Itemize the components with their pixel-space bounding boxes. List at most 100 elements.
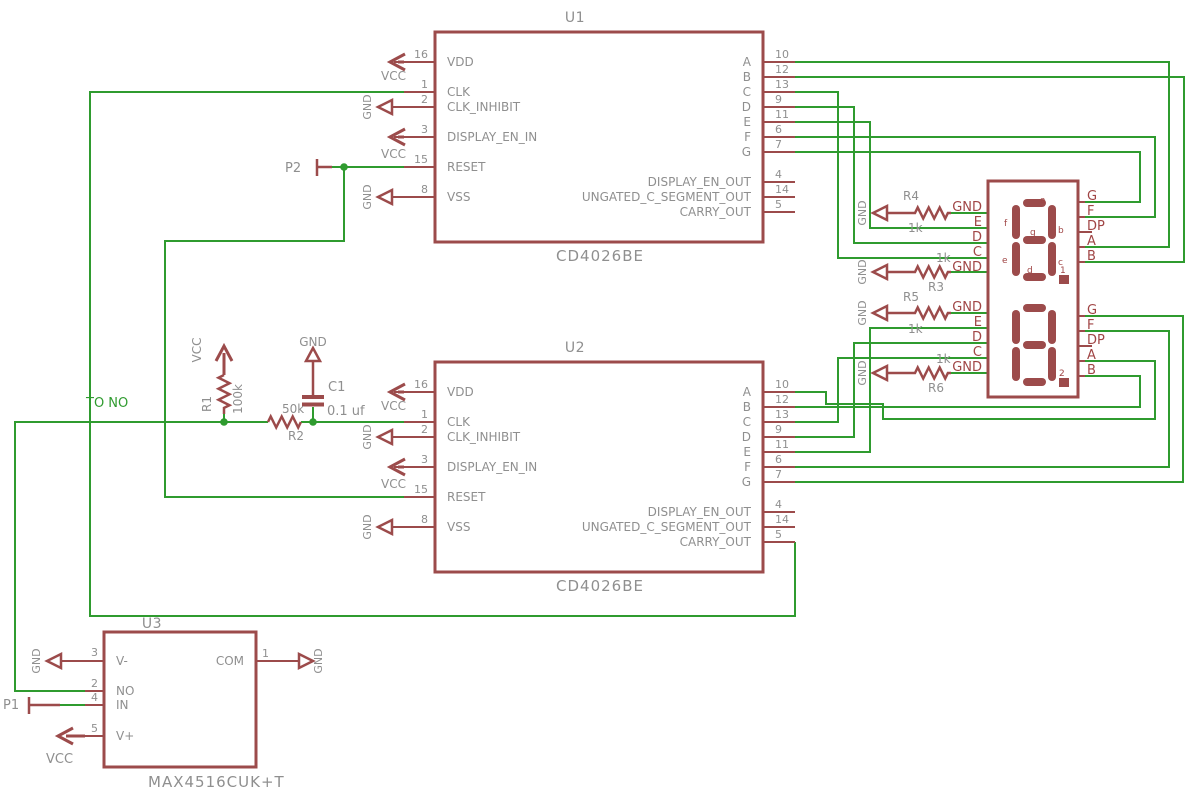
seven-segment-digit-1[interactable] xyxy=(1012,199,1069,284)
p2-pin-header[interactable] xyxy=(315,159,332,176)
u1-pin-name: CLK_INHIBIT xyxy=(447,100,521,114)
junction-dot[interactable] xyxy=(309,418,317,426)
u3-body[interactable] xyxy=(102,630,258,769)
gnd-symbol[interactable] xyxy=(375,517,394,537)
u1-part: CD4026BE xyxy=(556,247,644,265)
r2-value: 50k xyxy=(282,402,304,416)
u1-pin-num: 4 xyxy=(775,168,782,181)
net-u1-b[interactable] xyxy=(795,76,1185,263)
display-pin-label: DP xyxy=(1087,333,1105,348)
u2-pin-name: CLK_INHIBIT xyxy=(447,430,521,444)
segment-letter-b: b xyxy=(1058,226,1064,236)
u2-pin-name: C xyxy=(743,415,751,429)
gnd-symbol[interactable] xyxy=(870,303,889,323)
capacitor-c1[interactable] xyxy=(302,361,324,407)
net-u2-e[interactable] xyxy=(795,327,988,453)
net-u1-clk-to-u2-carry[interactable] xyxy=(89,91,796,617)
net-u1-c[interactable] xyxy=(795,91,988,259)
u1-pin-name: CARRY_OUT xyxy=(680,205,752,219)
u1-pin-num: 8 xyxy=(421,183,428,196)
u2-pin-num: 11 xyxy=(775,438,789,451)
u2-pin-name: F xyxy=(744,460,751,474)
u2-pin-num: 6 xyxy=(775,453,782,466)
gnd-symbol[interactable] xyxy=(870,203,889,223)
u1-pin-name: UNGATED_C_SEGMENT_OUT xyxy=(582,190,752,204)
u3-pin-name: COM xyxy=(216,654,244,668)
resistor-r6[interactable] xyxy=(887,364,951,382)
display-pin-label: A xyxy=(1087,348,1096,363)
display-pin-label: G xyxy=(1087,303,1097,318)
gnd-label: GND xyxy=(361,94,374,119)
net-u1-d[interactable] xyxy=(795,106,988,244)
display-pin-label: C xyxy=(973,245,982,260)
vcc-symbol[interactable] xyxy=(386,457,406,477)
net-u2-a[interactable] xyxy=(795,360,1156,420)
display-body[interactable] xyxy=(986,179,1080,399)
dp-square-2 xyxy=(1059,378,1069,387)
gnd-symbol[interactable] xyxy=(870,363,889,383)
display-pin-label: D xyxy=(972,330,982,345)
resistor-r2[interactable] xyxy=(266,413,303,431)
u2-pin-num: 2 xyxy=(421,423,428,436)
net-u2-g[interactable] xyxy=(795,315,1184,483)
u1-pin-name: F xyxy=(744,130,751,144)
u1-pin-name: E xyxy=(743,115,751,129)
r5-ref: R5 xyxy=(903,290,919,304)
net-to-no-left[interactable] xyxy=(14,421,268,692)
vcc-symbol[interactable] xyxy=(214,342,234,375)
junction-dot[interactable] xyxy=(220,418,228,426)
gnd-symbol[interactable] xyxy=(375,187,394,207)
display-pin-label: GND xyxy=(952,200,982,215)
u2-pin-stubs[interactable] xyxy=(392,391,795,543)
net-p2-to-reset-u2[interactable] xyxy=(164,167,404,498)
gnd-symbol[interactable] xyxy=(375,97,394,117)
u2-pin-name: CLK xyxy=(447,415,471,429)
u3-pin-stubs[interactable] xyxy=(61,660,299,737)
p2-ref: P2 xyxy=(285,161,301,176)
display-pin-label: F xyxy=(1087,204,1094,219)
net-u1-g[interactable] xyxy=(795,151,1141,203)
gnd-label: GND xyxy=(856,259,869,284)
u3-pin-name: V- xyxy=(116,654,128,668)
vcc-symbol[interactable] xyxy=(386,382,406,402)
resistor-r3[interactable] xyxy=(887,263,951,281)
net-u2-f[interactable] xyxy=(795,330,1170,468)
gnd-symbol[interactable] xyxy=(303,345,323,363)
u1-pin-stubs[interactable] xyxy=(392,61,795,213)
gnd-label: GND xyxy=(30,648,43,673)
u3-pin-num: 1 xyxy=(262,647,269,660)
net-u2-c[interactable] xyxy=(795,357,988,423)
net-u1-a[interactable] xyxy=(795,61,1170,248)
gnd-symbol[interactable] xyxy=(375,427,394,447)
segment-letter-a: a xyxy=(1040,196,1046,206)
u1-pin-num: 16 xyxy=(414,48,428,61)
vcc-symbol[interactable] xyxy=(386,52,406,72)
gnd-symbol[interactable] xyxy=(870,262,889,282)
u1-pin-num: 1 xyxy=(421,78,428,91)
gnd-symbol[interactable] xyxy=(44,651,63,671)
u2-pin-name: B xyxy=(743,400,751,414)
vcc-symbol[interactable] xyxy=(386,127,406,147)
net-u1-e[interactable] xyxy=(795,121,988,229)
u2-pin-num: 10 xyxy=(775,378,789,391)
display-pin-label: DP xyxy=(1087,219,1105,234)
vcc-symbol[interactable] xyxy=(54,726,85,746)
resistor-r1[interactable] xyxy=(215,373,233,414)
gnd-symbol[interactable] xyxy=(297,651,316,671)
display-pin-stubs[interactable] xyxy=(1078,201,1092,377)
segment-letter-d: d xyxy=(1027,266,1033,276)
segment-letter-e: e xyxy=(1002,256,1008,266)
u1-pin-num: 3 xyxy=(421,123,428,136)
u2-pin-name: DISPLAY_EN_OUT xyxy=(648,505,752,519)
u1-pin-num: 15 xyxy=(414,153,428,166)
u3-pin-num: 5 xyxy=(91,722,98,735)
net-u2-b[interactable] xyxy=(795,375,1141,408)
p1-pin-header[interactable] xyxy=(27,697,60,714)
net-u2-d[interactable] xyxy=(795,342,988,438)
resistor-r5[interactable] xyxy=(887,304,951,322)
u2-part: CD4026BE xyxy=(556,577,644,595)
seven-segment-digit-2[interactable] xyxy=(1012,304,1069,387)
net-u1-f[interactable] xyxy=(795,136,1156,218)
resistor-r4[interactable] xyxy=(887,204,951,222)
junction-dot[interactable] xyxy=(340,163,348,171)
